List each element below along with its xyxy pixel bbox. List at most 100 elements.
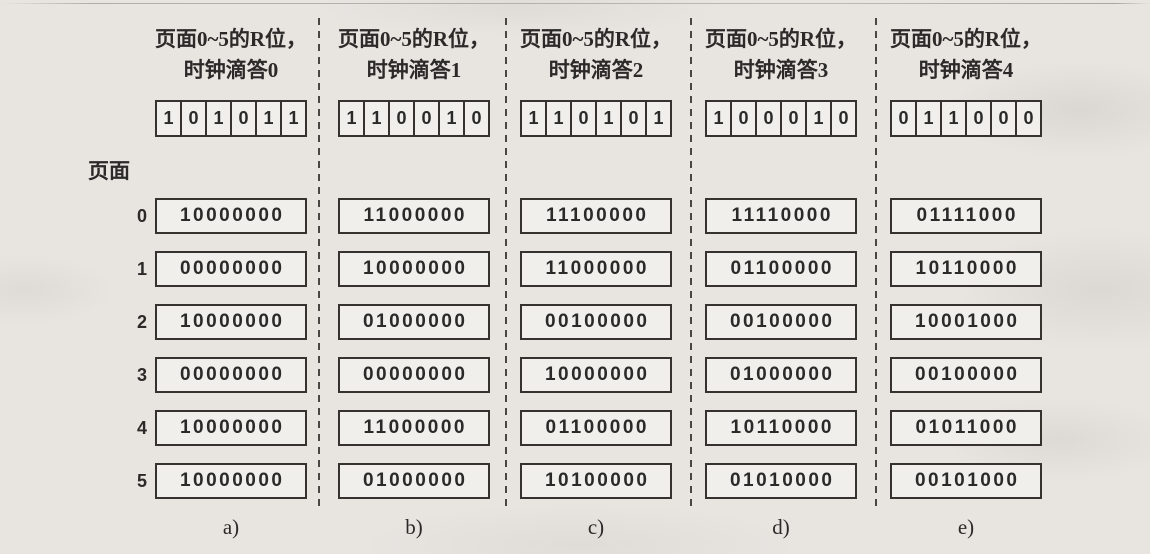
counter-box-page3: 00000000 — [155, 357, 307, 393]
header-line2: 时钟滴答2 — [548, 58, 644, 82]
r-bit-cell: 0 — [730, 100, 757, 137]
r-bit-cell: 1 — [280, 100, 307, 137]
page-number-4: 4 — [136, 418, 147, 438]
r-bit-cell: 0 — [570, 100, 597, 137]
counter-box-page5: 01000000 — [338, 463, 490, 499]
column-separator-2 — [505, 18, 507, 510]
r-bit-cell: 0 — [830, 100, 857, 137]
counter-box-page4: 10110000 — [705, 410, 857, 446]
r-bits-row: 1 1 0 0 1 0 — [338, 100, 490, 137]
tick-column-b: 页面0~5的R位， 时钟滴答1 1 1 0 0 1 0 11000000 100… — [338, 24, 490, 540]
counter-box-page1: 10110000 — [890, 251, 1042, 287]
column-header: 页面0~5的R位， 时钟滴答3 — [675, 24, 887, 86]
column-header: 页面0~5的R位， 时钟滴答0 — [125, 24, 337, 86]
counter-list: 11100000 11000000 00100000 10000000 0110… — [520, 198, 672, 499]
counter-box-page2: 01000000 — [338, 304, 490, 340]
header-line1: 页面0~5的R位， — [889, 27, 1043, 51]
r-bit-cell: 1 — [205, 100, 232, 137]
counter-box-page2: 00100000 — [520, 304, 672, 340]
r-bit-cell: 1 — [363, 100, 390, 137]
counter-box-page4: 11000000 — [338, 410, 490, 446]
r-bit-cell: 0 — [780, 100, 807, 137]
header-line1: 页面0~5的R位， — [704, 27, 858, 51]
column-caption: d) — [772, 515, 790, 539]
counter-box-page1: 11000000 — [520, 251, 672, 287]
r-bit-cell: 0 — [463, 100, 490, 137]
counter-list: 01111000 10110000 10001000 00100000 0101… — [890, 198, 1042, 499]
r-bits-row: 1 0 1 0 1 1 — [155, 100, 307, 137]
counter-box-page2: 10000000 — [155, 304, 307, 340]
r-bit-cell: 1 — [255, 100, 282, 137]
counter-list: 10000000 00000000 10000000 00000000 1000… — [155, 198, 307, 499]
counter-list: 11000000 10000000 01000000 00000000 1100… — [338, 198, 490, 499]
r-bit-cell: 1 — [438, 100, 465, 137]
page-number-3: 3 — [136, 365, 147, 385]
column-header: 页面0~5的R位， 时钟滴答4 — [860, 24, 1072, 86]
column-separator-3 — [690, 18, 692, 510]
column-caption: b) — [405, 515, 423, 539]
r-bit-cell: 1 — [705, 100, 732, 137]
tick-column-d: 页面0~5的R位， 时钟滴答3 1 0 0 0 1 0 11110000 011… — [705, 24, 857, 540]
page-number-5: 5 — [136, 471, 147, 491]
counter-box-page5: 01010000 — [705, 463, 857, 499]
column-separator-4 — [875, 18, 877, 510]
header-line1: 页面0~5的R位， — [519, 27, 673, 51]
counter-box-page3: 10000000 — [520, 357, 672, 393]
page-number-column: 0 1 2 3 4 5 — [60, 198, 147, 516]
header-line2: 时钟滴答0 — [183, 58, 279, 82]
counter-box-page5: 00101000 — [890, 463, 1042, 499]
header-line2: 时钟滴答4 — [918, 58, 1014, 82]
header-line1: 页面0~5的R位， — [337, 27, 491, 51]
r-bit-cell: 0 — [388, 100, 415, 137]
r-bit-cell: 1 — [595, 100, 622, 137]
counter-box-page3: 01000000 — [705, 357, 857, 393]
r-bit-cell: 1 — [545, 100, 572, 137]
r-bit-cell: 0 — [413, 100, 440, 137]
r-bit-cell: 0 — [180, 100, 207, 137]
r-bit-cell: 1 — [520, 100, 547, 137]
page-axis-label: 页面 — [88, 159, 130, 183]
counter-box-page4: 01011000 — [890, 410, 1042, 446]
r-bit-cell: 0 — [755, 100, 782, 137]
r-bit-cell: 1 — [338, 100, 365, 137]
counter-list: 11110000 01100000 00100000 01000000 1011… — [705, 198, 857, 499]
counter-box-page0: 11100000 — [520, 198, 672, 234]
counter-box-page0: 11110000 — [705, 198, 857, 234]
column-separator-1 — [318, 18, 320, 510]
counter-box-page1: 10000000 — [338, 251, 490, 287]
counter-box-page2: 00100000 — [705, 304, 857, 340]
tick-column-e: 页面0~5的R位， 时钟滴答4 0 1 1 0 0 0 01111000 101… — [890, 24, 1042, 540]
counter-box-page3: 00100000 — [890, 357, 1042, 393]
tick-column-a: 页面0~5的R位， 时钟滴答0 1 0 1 0 1 1 10000000 000… — [155, 24, 307, 540]
counter-box-page2: 10001000 — [890, 304, 1042, 340]
tick-column-c: 页面0~5的R位， 时钟滴答2 1 1 0 1 0 1 11100000 110… — [520, 24, 672, 540]
r-bit-cell: 0 — [990, 100, 1017, 137]
r-bit-cell: 1 — [805, 100, 832, 137]
r-bit-cell: 1 — [645, 100, 672, 137]
scan-artifact-line — [0, 3, 1150, 4]
header-line1: 页面0~5的R位， — [154, 27, 308, 51]
r-bit-cell: 0 — [620, 100, 647, 137]
column-caption: c) — [587, 515, 605, 539]
counter-box-page0: 01111000 — [890, 198, 1042, 234]
r-bit-cell: 0 — [890, 100, 917, 137]
r-bits-row: 1 1 0 1 0 1 — [520, 100, 672, 137]
counter-box-page5: 10000000 — [155, 463, 307, 499]
r-bit-cell: 1 — [915, 100, 942, 137]
counter-box-page0: 10000000 — [155, 198, 307, 234]
column-header: 页面0~5的R位， 时钟滴答1 — [308, 24, 520, 86]
counter-box-page5: 10100000 — [520, 463, 672, 499]
r-bit-cell: 0 — [230, 100, 257, 137]
header-line2: 时钟滴答3 — [733, 58, 829, 82]
counter-box-page1: 01100000 — [705, 251, 857, 287]
counter-box-page4: 01100000 — [520, 410, 672, 446]
r-bit-cell: 1 — [940, 100, 967, 137]
page-number-1: 1 — [136, 259, 147, 279]
r-bit-cell: 0 — [965, 100, 992, 137]
counter-box-page4: 10000000 — [155, 410, 307, 446]
r-bit-cell: 0 — [1015, 100, 1042, 137]
column-caption: a) — [222, 515, 240, 539]
column-caption: e) — [957, 515, 975, 539]
header-line2: 时钟滴答1 — [366, 58, 462, 82]
